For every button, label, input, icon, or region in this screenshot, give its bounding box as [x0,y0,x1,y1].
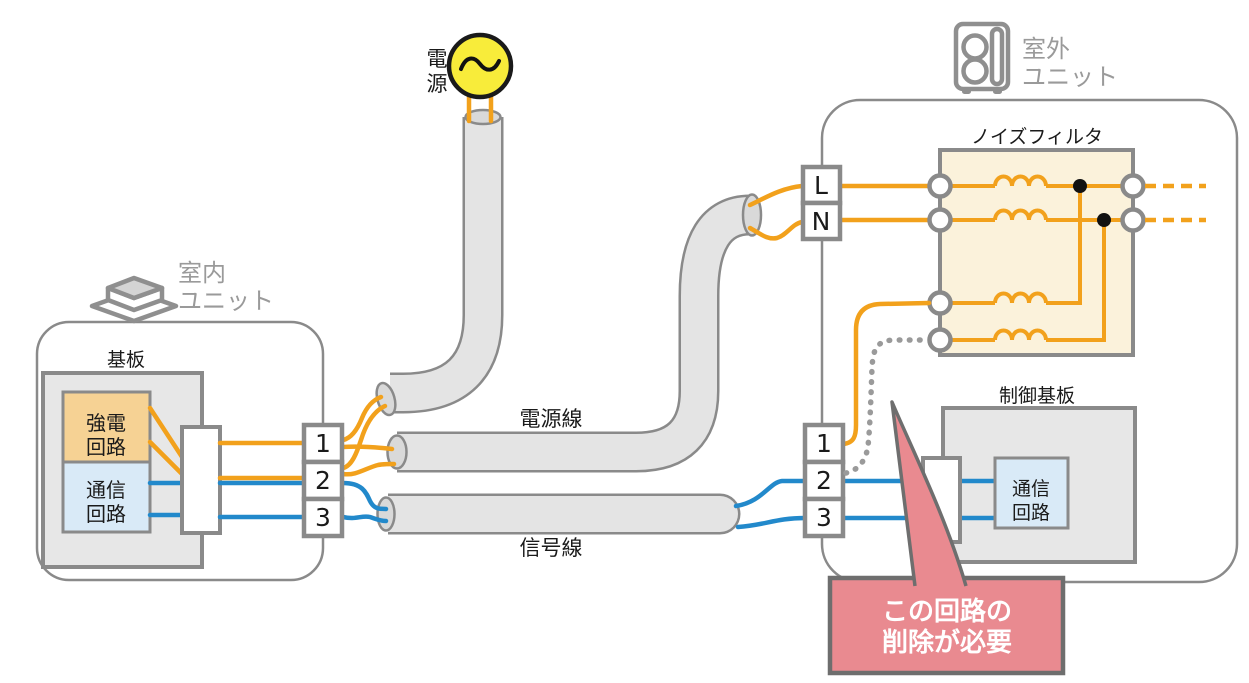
inductor-coil-2 [993,208,1048,221]
indoor-unit-icon [89,275,179,324]
t2-to-conduit-wire [340,403,388,471]
power-source-label-2: 源 [427,72,448,96]
circuit-to-delete-dashed-wire [843,337,930,476]
wire-to-n [747,219,805,241]
indoor-terminal-2-label: 2 [315,466,331,495]
t1-to-filter-wire [840,300,932,447]
strong-circuit-label-1: 強電 [86,411,126,435]
indoor-connector [180,425,222,535]
signal-line-cable: 信号線 [376,493,741,560]
indoor-unit-header: 室内 ユニット [89,259,274,324]
indoor-comm-label-1: 通信 [86,478,126,502]
t3-to-signalline-wire [340,514,389,524]
noise-filter-label: ノイズフィルタ [971,126,1103,148]
junction-dot-1 [1073,179,1087,193]
signalline-to-t3-wire [735,515,808,530]
power-line-label: 電源線 [520,407,583,431]
indoor-comm-label-2: 回路 [86,502,126,526]
inductor-coil-3 [993,291,1048,304]
power-source: 電 源 [427,32,514,124]
inductor-coil-4 [993,328,1048,341]
indoor-terminal-wires [340,394,397,524]
outdoor-unit-icon [953,21,1011,94]
outdoor-terminal-1-label: 1 [816,429,832,458]
outdoor-terminal-block: 1 2 3 [802,422,846,539]
signal-line-cap-inner [702,496,738,532]
t2-to-signalline-wire [340,480,389,512]
ln-wires [747,183,933,241]
power-line-left-opening [386,434,408,470]
filter-row3-wire-b [1046,186,1082,305]
outdoor-comm-circuit-box [993,456,1070,530]
filter-row4-wire-b [1046,220,1106,342]
power-line-right-opening [741,193,763,237]
terminal-n [800,200,843,242]
indoor-board: 基板 強電 回路 通信 回路 [41,349,309,569]
t1-to-powerline-wire [340,444,395,452]
callout-text-1: この回路の [882,596,1012,627]
filter-terminal-in-4 [927,327,953,353]
callout-box [827,575,1066,676]
indoor-unit-label-1: 室内 [178,259,226,287]
outdoor-unit-header: 室外 ユニット [953,21,1118,94]
outdoor-unit-fan-bottom [961,57,989,85]
filter-terminal-in-2 [927,207,953,233]
indoor-terminal-3-label: 3 [315,503,331,532]
terminal-n-label: N [812,207,831,236]
filter-terminal-out-1 [1120,173,1146,199]
power-conduit [375,108,504,417]
outdoor-comm-label-2: 回路 [1012,502,1050,524]
outdoor-terminal-3-label: 3 [816,503,832,532]
indoor-unit-label-2: ユニット [178,287,274,315]
indoor-board-label: 基板 [107,349,145,371]
strong-circuit-label-2: 回路 [86,435,126,459]
signalline-to-t2-wire [733,478,808,509]
outdoor-comm-label-1: 通信 [1012,478,1050,500]
outdoor-unit-label-2: ユニット [1022,63,1118,91]
power-line-inner [397,197,752,470]
control-board: 制御基板 通信 回路 [840,385,1137,564]
outdoor-unit-side-panel [989,26,1005,87]
inductor-coil-1 [993,174,1048,187]
cassette-top-face [105,275,165,301]
terminal-l [800,164,843,206]
indoor-comm-circuit-box [61,460,152,534]
callout-text-2: 削除が必要 [882,627,1012,658]
indoor-terminal-3 [301,496,345,539]
signal-line-left-opening [376,496,396,532]
outdoor-terminal-wires [733,300,932,530]
indoor-terminal-1 [301,422,345,465]
filter-terminal-in-3 [927,290,953,316]
indoor-terminal-2 [301,459,345,502]
junction-dot-2 [1097,213,1111,227]
outdoor-terminal-2-label: 2 [816,466,832,495]
terminal-l-label: L [814,171,828,200]
ac-sine-icon [459,56,501,72]
wire-to-l [747,183,805,208]
outdoor-unit-label-1: 室外 [1022,35,1070,63]
outdoor-terminal-3 [802,496,846,539]
power-source-label-1: 電 [427,47,448,71]
indoor-terminal-block: 1 2 3 [301,422,345,539]
delete-callout: この回路の 削除が必要 [827,400,1066,676]
power-line-cable: 電源線 [386,193,763,473]
filter-terminal-in-1 [927,173,953,199]
callout-pointer-border [890,400,968,587]
strong-wire-1 [147,405,187,463]
power-conduit-inner [390,117,501,411]
noise-filter: ノイズフィルタ [927,126,1206,357]
outdoor-power-terminal-block: L N [800,164,843,242]
signal-line-label: 信号線 [520,536,583,560]
strong-wire-2 [147,439,187,479]
t1-to-conduit-wire [340,394,384,443]
indoor-terminal-1-label: 1 [315,429,331,458]
control-board-label: 制御基板 [999,385,1075,407]
t2-to-powerline-wire [340,461,397,477]
filter-terminal-out-2 [1120,207,1146,233]
